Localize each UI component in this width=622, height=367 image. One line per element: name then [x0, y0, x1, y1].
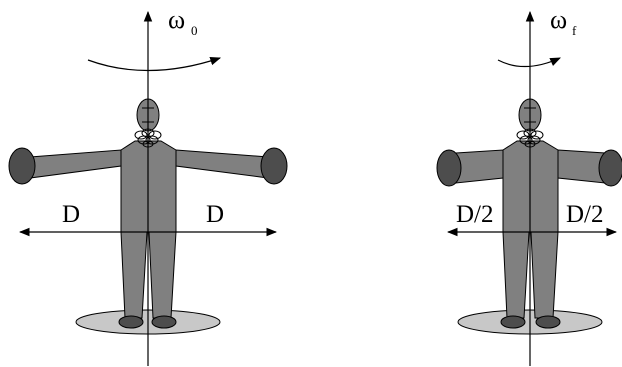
left-foot: [501, 316, 525, 328]
angular-velocity-symbol: ω: [168, 5, 185, 34]
left-leg: [503, 232, 529, 318]
right-foot: [536, 316, 560, 328]
left-arm: [456, 150, 503, 183]
angular-velocity-subscript: f: [572, 23, 577, 38]
right-distance-label: D: [206, 201, 224, 228]
rotation-direction-arrow: [498, 58, 560, 67]
figure-final: ω f D/2 D/2: [437, 5, 622, 366]
figure-initial: ω 0 D D: [9, 5, 287, 366]
rotation-direction-arrow: [88, 58, 220, 71]
angular-velocity-symbol: ω: [550, 5, 567, 34]
left-foot: [119, 316, 143, 328]
right-hand-weight: [261, 148, 287, 184]
right-leg: [149, 232, 176, 318]
left-leg: [121, 232, 147, 318]
left-arm: [30, 150, 121, 178]
right-arm: [558, 150, 605, 183]
right-hand-weight: [599, 150, 622, 186]
left-hand-weight: [9, 148, 35, 184]
right-foot: [152, 316, 176, 328]
angular-velocity-subscript: 0: [191, 23, 198, 38]
right-leg: [531, 232, 558, 318]
left-distance-label: D/2: [456, 201, 494, 228]
right-distance-label: D/2: [566, 201, 604, 228]
left-hand-weight: [437, 150, 461, 186]
left-distance-label: D: [62, 201, 80, 228]
right-arm: [176, 150, 268, 178]
